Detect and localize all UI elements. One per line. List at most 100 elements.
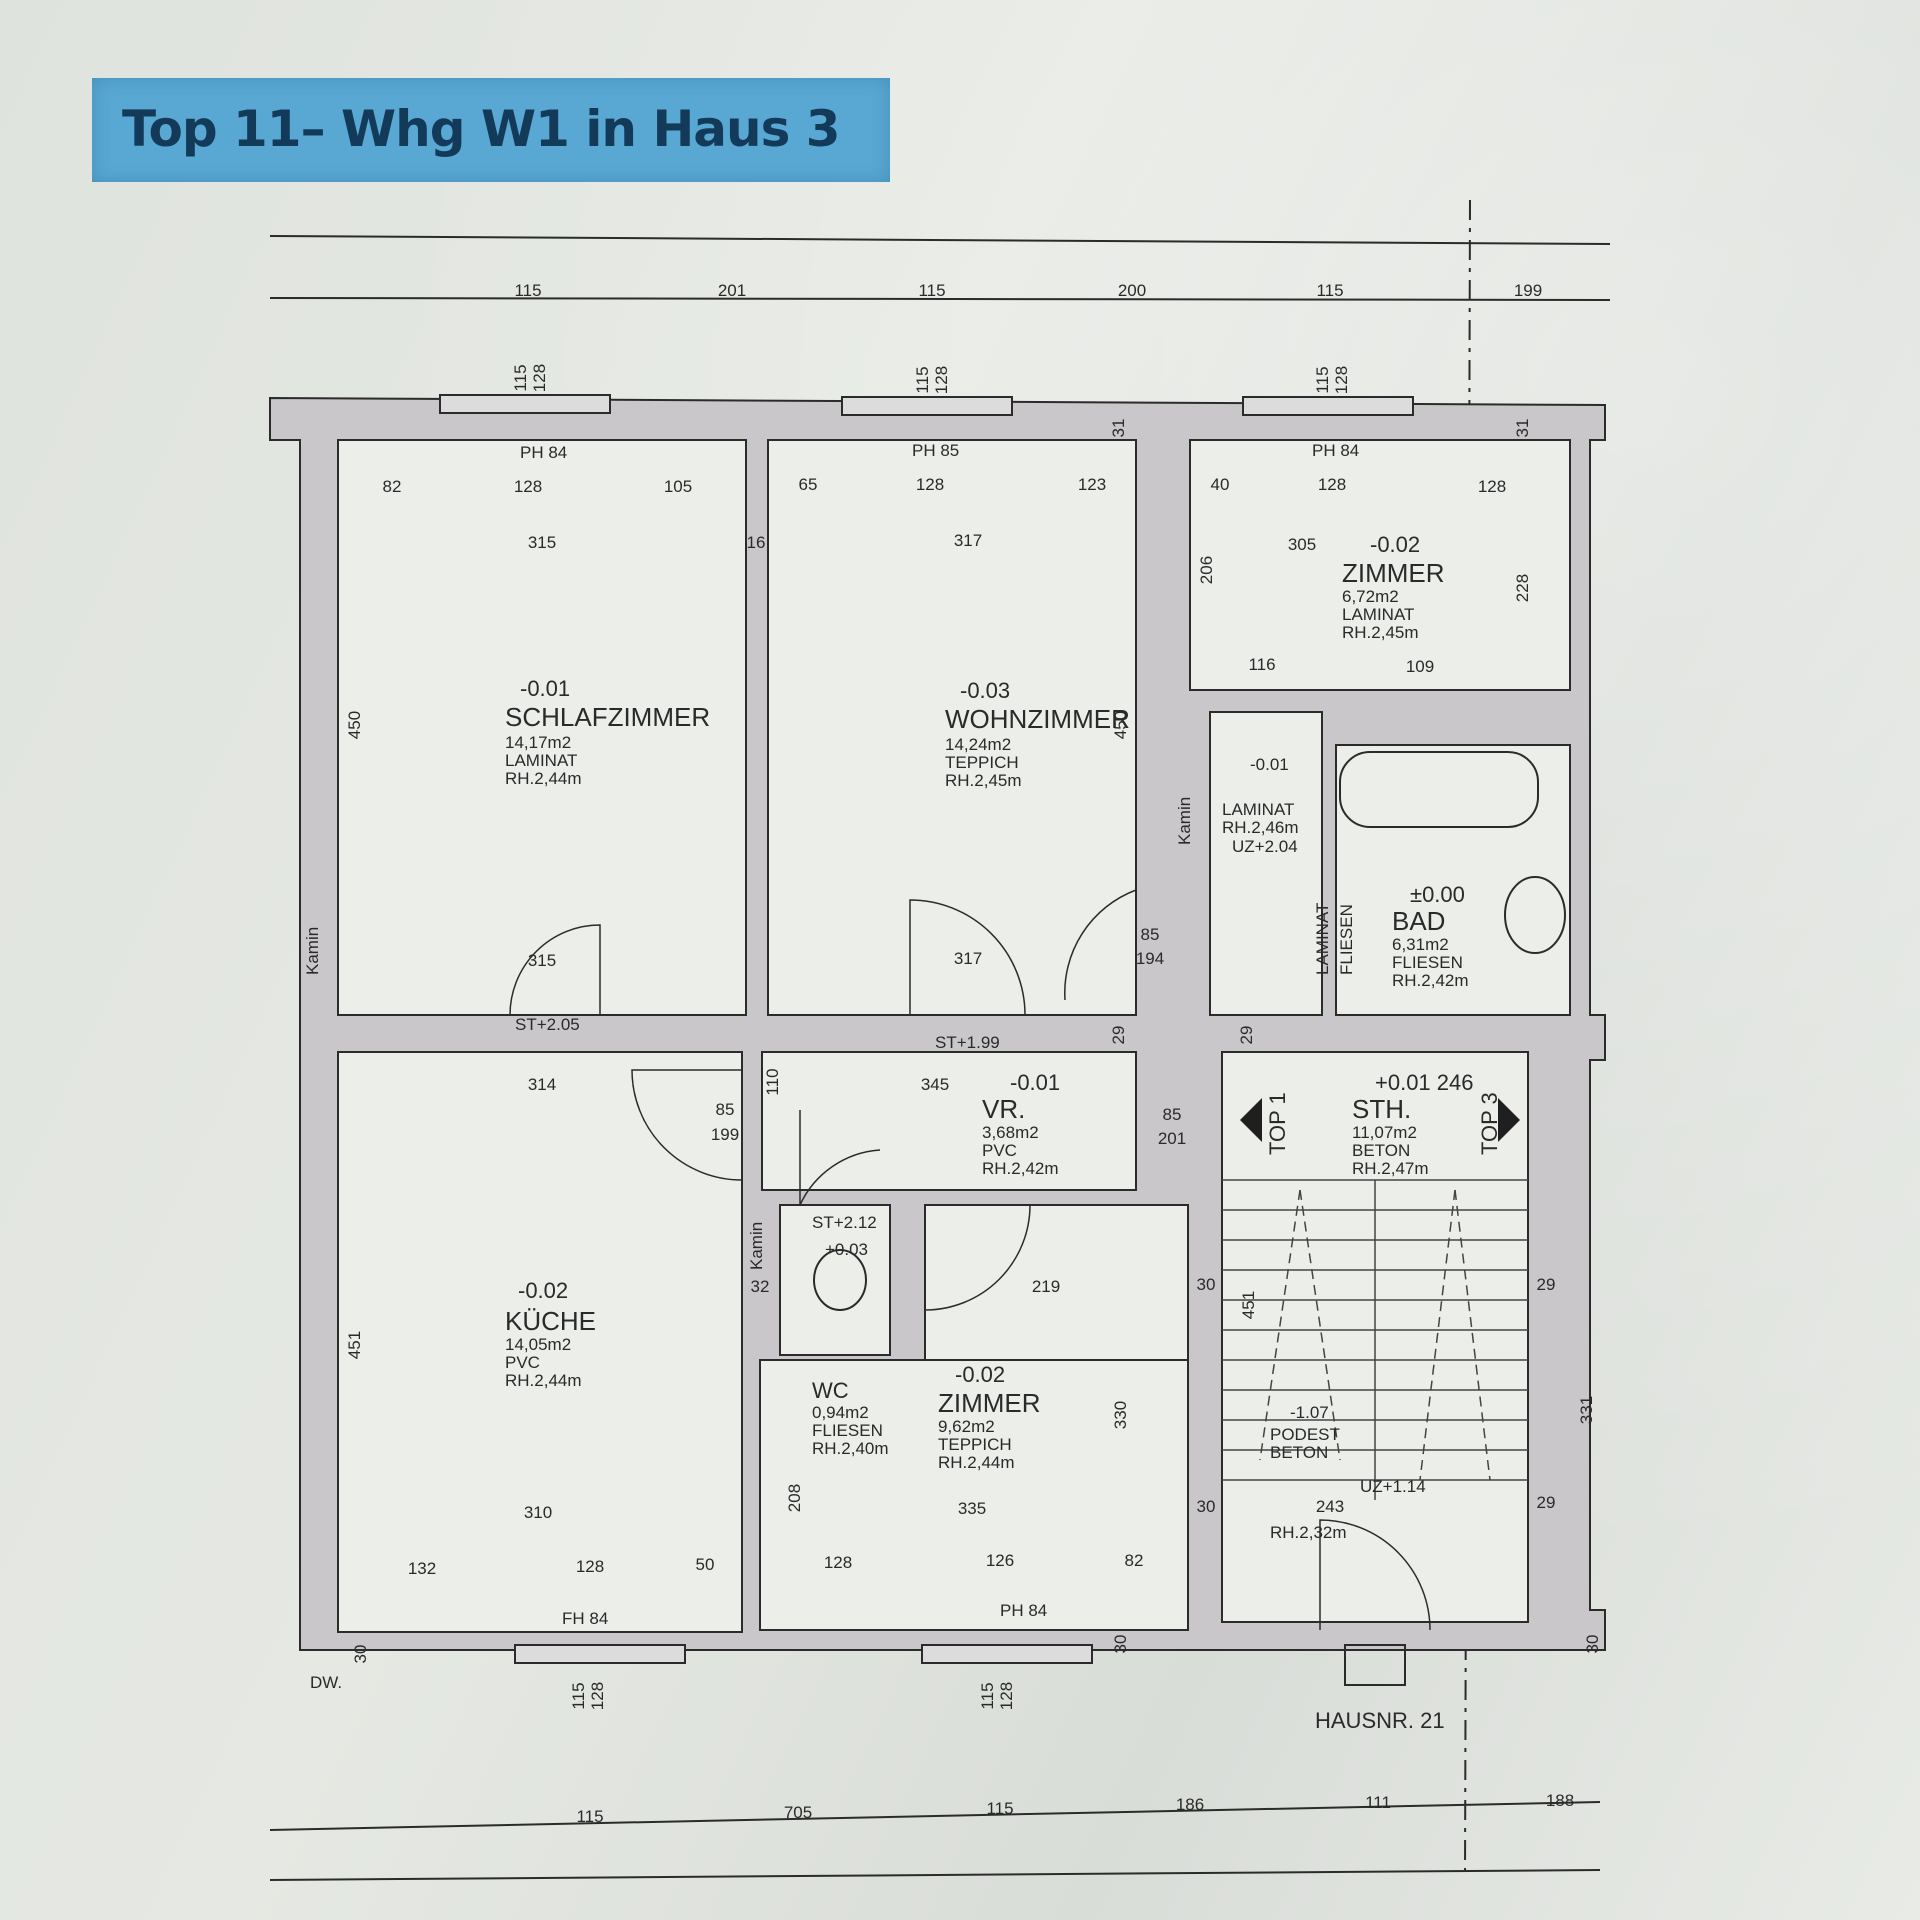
dim-wohn-2: 128	[916, 475, 944, 494]
floor-wc: FLIESEN	[812, 1421, 883, 1440]
room-label-wc: +0.03 WC 0,94m2 FLIESEN RH.2,40m	[812, 1240, 889, 1458]
height-schlafzimmer: RH.2,44m	[505, 769, 582, 788]
room-zimmer-top	[1189, 439, 1571, 691]
room-wohnzimmer	[767, 439, 1137, 1016]
dim-w31a: 31	[1109, 419, 1128, 438]
laminat-vertical: LAMINAT	[1313, 903, 1332, 975]
dim-h331: 331	[1577, 1396, 1596, 1424]
room-label-small: -0.01 LAMINAT RH.2,46m UZ+2.04	[1222, 755, 1299, 856]
height-bad: RH.2,42m	[1392, 971, 1469, 990]
room-label-sth: +0.01 246 STH. 11,07m2 BETON RH.2,47m	[1352, 1070, 1473, 1178]
dimension-line-bottom	[269, 1801, 1601, 1831]
door-schlafzimmer	[509, 924, 601, 1016]
windows	[439, 394, 1414, 1664]
dim-w29d: 29	[1237, 1026, 1256, 1045]
dim-zimmer-3: 128	[1478, 477, 1506, 496]
door-wc	[799, 1110, 881, 1206]
room-label-wohnzimmer: -0.03 WOHNZIMMER 14,24m2 TEPPICH RH.2,45…	[945, 678, 1130, 790]
dim-w116: 116	[1248, 655, 1275, 674]
window-label-4: FH 84	[562, 1609, 608, 1628]
dim-top-3: 115	[918, 281, 945, 300]
dim-win-128c: 128	[1332, 366, 1351, 394]
dim-w317b: 317	[954, 949, 982, 968]
dim-door-85b: 85	[1141, 925, 1160, 944]
window-label-2: PH 85	[912, 441, 959, 460]
name-zimmer-bottom: ZIMMER	[938, 1388, 1041, 1418]
top1-label: TOP 1	[1265, 1092, 1290, 1155]
dim-win-115c: 115	[1313, 366, 1332, 393]
dim-w32: 32	[751, 1277, 770, 1296]
dim-wohn-1: 65	[799, 475, 818, 494]
dim-w305: 305	[1288, 535, 1316, 554]
dim-w29a: 29	[1537, 1275, 1556, 1294]
name-podest: PODEST	[1270, 1425, 1340, 1444]
floor-bad: FLIESEN	[1392, 953, 1463, 972]
area-vr: 3,68m2	[982, 1123, 1039, 1142]
height-zimmer-bottom: RH.2,44m	[938, 1453, 1015, 1472]
window-label-3: PH 84	[1312, 441, 1359, 460]
dim-w315: 315	[528, 533, 556, 552]
room-label-zimmer-top: -0.02 ZIMMER 6,72m2 LAMINAT RH.2,45m	[1342, 532, 1445, 642]
dim-w30e: 30	[1197, 1497, 1216, 1516]
dim-wohn-3: 123	[1078, 475, 1106, 494]
dim-w30a: 30	[351, 1645, 370, 1664]
kamin-label-wc: Kamin	[747, 1222, 766, 1270]
dim-kueche-3: 50	[696, 1555, 715, 1574]
dim-top-5: 115	[1316, 281, 1343, 300]
fixtures	[813, 751, 1566, 1686]
dim-door-85c: 85	[1163, 1105, 1182, 1124]
dim-h110: 110	[763, 1068, 782, 1095]
dim-zimmer-2: 128	[1318, 475, 1346, 494]
area-zimmer-top: 6,72m2	[1342, 587, 1399, 606]
level-bad: ±0.00	[1410, 882, 1465, 907]
door-kueche	[631, 1069, 743, 1181]
level-small: -0.01	[1250, 755, 1289, 774]
dim-h450b: 450	[1111, 711, 1130, 739]
level-podest: -1.07	[1290, 1403, 1329, 1422]
st-212-label: ST+2.12	[812, 1213, 877, 1232]
door-zimmer-bottom	[924, 1204, 1031, 1311]
floor-podest: BETON	[1270, 1443, 1328, 1462]
hausnr-label: HAUSNR. 21	[1315, 1708, 1445, 1733]
dim-door-199: 199	[711, 1125, 739, 1144]
floor-schlafzimmer: LAMINAT	[505, 751, 577, 770]
dim-zimmerb-3: 82	[1125, 1551, 1144, 1570]
dim-top-2: 201	[718, 281, 746, 300]
room-label-kueche: -0.02 KÜCHE 14,05m2 PVC RH.2,44m	[505, 1278, 596, 1390]
floor-zimmer-bottom: TEPPICH	[938, 1435, 1012, 1454]
title-banner: Top 11– Whg W1 in Haus 3	[92, 78, 890, 182]
window-kueche	[514, 1644, 686, 1664]
name-vr: VR.	[982, 1094, 1025, 1124]
dimension-line-outer-top	[269, 235, 1611, 245]
dim-bottom-3: 115	[986, 1799, 1013, 1818]
dim-win-128e: 128	[997, 1682, 1016, 1710]
level-schlafzimmer: -0.01	[520, 676, 570, 701]
dim-w30b: 30	[1111, 1635, 1130, 1654]
floor-sth: BETON	[1352, 1141, 1410, 1160]
height-sth: RH.2,47m	[1352, 1159, 1429, 1178]
st-205-label: ST+2.05	[515, 1015, 580, 1034]
dim-zimmer-1: 40	[1211, 475, 1230, 494]
dim-w29c: 29	[1109, 1026, 1128, 1045]
window-schlafzimmer	[439, 394, 611, 414]
kamin-label-mid: Kamin	[1175, 797, 1194, 845]
page-title: Top 11– Whg W1 in Haus 3	[122, 100, 841, 158]
room-kueche	[337, 1051, 743, 1633]
dim-w335: 335	[958, 1499, 986, 1518]
dim-w317: 317	[954, 531, 982, 550]
dim-win-115e: 115	[978, 1682, 997, 1709]
room-schlafzimmer	[337, 439, 747, 1016]
level-wohnzimmer: -0.03	[960, 678, 1010, 703]
dim-h330: 330	[1111, 1401, 1130, 1429]
height-wc: RH.2,40m	[812, 1439, 889, 1458]
area-zimmer-bottom: 9,62m2	[938, 1417, 995, 1436]
area-wohnzimmer: 14,24m2	[945, 735, 1011, 754]
stair-arrows	[1240, 1098, 1520, 1142]
dim-top-6: 199	[1514, 281, 1542, 300]
uz-stair-label: UZ+1.14	[1360, 1477, 1426, 1496]
area-kueche: 14,05m2	[505, 1335, 571, 1354]
room-small	[1209, 711, 1323, 1016]
st-199-label: ST+1.99	[935, 1033, 1000, 1052]
floor-zimmer-top: LAMINAT	[1342, 605, 1414, 624]
